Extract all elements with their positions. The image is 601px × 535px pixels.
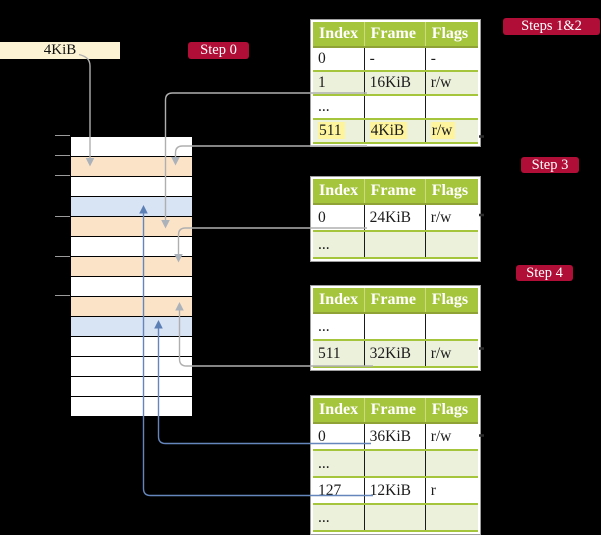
cell-flags: r/w bbox=[430, 427, 452, 445]
table-row-highlighted: 511 4KiB r/w bbox=[313, 119, 478, 144]
table-header-row: Index Frame Flags bbox=[313, 22, 478, 48]
table-row: ... bbox=[313, 504, 478, 532]
table-row: 0 36KiB r/w bbox=[313, 423, 478, 451]
cell-frame: 24KiB bbox=[369, 208, 411, 226]
table-row: 0 24KiB r/w bbox=[313, 204, 478, 232]
memory-frame-row bbox=[71, 377, 192, 396]
memory-frame-row bbox=[71, 317, 192, 336]
badge-step-3: Step 3 bbox=[521, 157, 579, 173]
cell-index: 511 bbox=[318, 122, 345, 139]
memory-tick bbox=[55, 175, 70, 176]
cell-index: ... bbox=[318, 317, 330, 335]
cell-flags: r/w bbox=[430, 344, 452, 362]
memory-frame-row bbox=[71, 397, 192, 416]
cell-flags: r/w bbox=[430, 122, 456, 139]
memory-frame-row bbox=[71, 237, 192, 256]
cell-index: ... bbox=[318, 508, 330, 526]
cell-flags: - bbox=[430, 50, 436, 67]
table-row: 0 - - bbox=[313, 47, 478, 72]
table-header-row: Index Frame Flags bbox=[313, 398, 478, 424]
cell-index: ... bbox=[318, 454, 330, 472]
cell-index: 1 bbox=[318, 74, 326, 91]
badge-step-4: Step 4 bbox=[516, 265, 573, 281]
col-header-flags: Flags bbox=[424, 179, 478, 205]
memory-tick bbox=[55, 216, 70, 217]
table-row: 127 12KiB r bbox=[313, 477, 478, 505]
page-size-label: 4KiB bbox=[0, 42, 120, 59]
table-row: 511 32KiB r/w bbox=[313, 340, 478, 368]
table-row: ... bbox=[313, 313, 478, 341]
cell-frame: 12KiB bbox=[369, 481, 411, 499]
col-header-flags: Flags bbox=[424, 398, 478, 424]
col-header-index: Index bbox=[313, 22, 365, 48]
col-header-frame: Frame bbox=[363, 288, 426, 314]
memory-frame-row bbox=[71, 257, 192, 276]
page-table-4-grid: Index Frame Flags 0 36KiB r/w ... 127 12… bbox=[313, 398, 478, 532]
cell-frame: 32KiB bbox=[369, 344, 411, 362]
page-table-3-grid: Index Frame Flags ... 511 32KiB r/w bbox=[313, 288, 478, 368]
physical-memory-column bbox=[70, 136, 193, 417]
memory-tick bbox=[55, 135, 70, 136]
page-table-2: Index Frame Flags 0 24KiB r/w ... bbox=[310, 176, 481, 262]
cell-flags: r/w bbox=[430, 74, 452, 91]
col-header-flags: Flags bbox=[424, 22, 478, 48]
col-header-index: Index bbox=[313, 398, 365, 424]
col-header-index: Index bbox=[313, 179, 365, 205]
col-header-index: Index bbox=[313, 288, 365, 314]
col-header-frame: Frame bbox=[363, 398, 426, 424]
cell-frame: 16KiB bbox=[369, 74, 411, 91]
memory-tick bbox=[55, 295, 70, 296]
cell-frame: 36KiB bbox=[369, 427, 411, 445]
table-row: 1 16KiB r/w bbox=[313, 71, 478, 96]
cell-index: 0 bbox=[318, 208, 326, 226]
cell-index: 127 bbox=[318, 481, 342, 499]
memory-frame-row bbox=[71, 357, 192, 376]
page-table-4: Index Frame Flags 0 36KiB r/w ... 127 12… bbox=[310, 395, 481, 535]
memory-frame-row bbox=[71, 177, 192, 196]
cell-flags: r/w bbox=[430, 208, 452, 226]
table-header-row: Index Frame Flags bbox=[313, 288, 478, 314]
cell-flags: r bbox=[430, 481, 436, 499]
table-row: ... bbox=[313, 231, 478, 259]
table-row: ... bbox=[313, 95, 478, 120]
col-header-flags: Flags bbox=[424, 288, 478, 314]
badge-step-0: Step 0 bbox=[188, 42, 249, 59]
arrow-pt1-idx511-to-4kib bbox=[174, 145, 367, 157]
cell-index: 511 bbox=[318, 344, 341, 362]
page-table-2-grid: Index Frame Flags 0 24KiB r/w ... bbox=[313, 179, 478, 259]
cell-index: 0 bbox=[318, 427, 326, 445]
memory-tick bbox=[55, 155, 70, 156]
table-header-row: Index Frame Flags bbox=[313, 179, 478, 205]
memory-frame-row bbox=[71, 217, 192, 236]
table-row: ... bbox=[313, 450, 478, 478]
memory-frame-row bbox=[71, 157, 192, 176]
cell-index: ... bbox=[318, 98, 330, 115]
memory-frame-row bbox=[71, 297, 192, 316]
col-header-frame: Frame bbox=[363, 179, 426, 205]
memory-frame-row bbox=[71, 137, 192, 156]
memory-frame-row bbox=[71, 337, 192, 356]
cell-frame: 4KiB bbox=[369, 122, 408, 139]
memory-frame-row bbox=[71, 277, 192, 296]
cell-index: 0 bbox=[318, 50, 326, 67]
page-table-3: Index Frame Flags ... 511 32KiB r/w bbox=[310, 285, 481, 371]
col-header-frame: Frame bbox=[363, 22, 426, 48]
page-table-1-grid: Index Frame Flags 0 - - 1 16KiB r/w ... … bbox=[313, 22, 478, 144]
cell-index: ... bbox=[318, 235, 330, 253]
cell-frame: - bbox=[369, 50, 375, 67]
page-table-1: Index Frame Flags 0 - - 1 16KiB r/w ... … bbox=[310, 19, 481, 147]
badge-steps-1-2: Steps 1&2 bbox=[503, 18, 600, 35]
memory-tick bbox=[55, 256, 70, 257]
memory-frame-row bbox=[71, 197, 192, 216]
